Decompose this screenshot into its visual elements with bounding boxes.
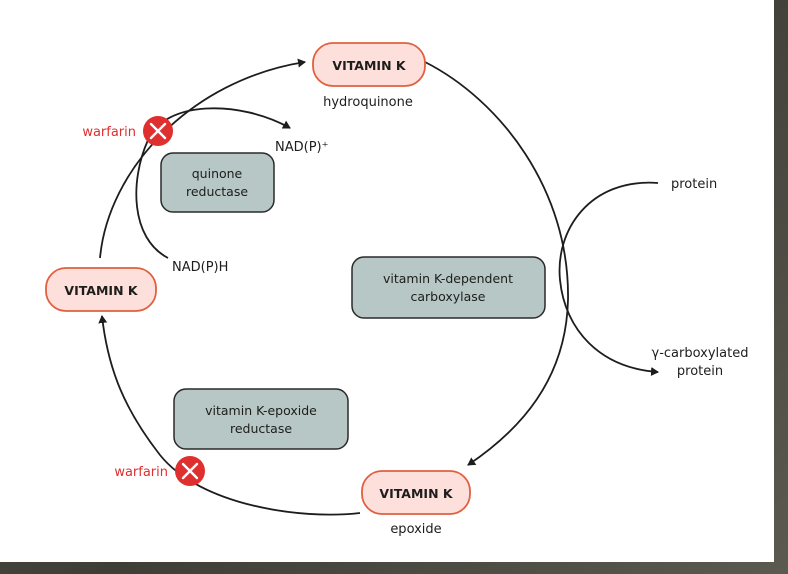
vitamin-k-left-node: VITAMIN K — [45, 267, 157, 312]
hydroquinone-label: hydroquinone — [323, 95, 413, 110]
vitamin-k-left-title: VITAMIN K — [64, 283, 138, 298]
epoxide-label: epoxide — [390, 522, 441, 537]
diagram-canvas: VITAMIN K hydroquinone VITAMIN K VITAMIN… — [0, 0, 774, 562]
vitamin-k-top-title: VITAMIN K — [332, 58, 406, 73]
quinone-reductase-line1: quinone — [192, 166, 243, 181]
carboxylated-protein-line1: γ-carboxylated — [652, 346, 749, 361]
vitamin-k-hydroquinone-node: VITAMIN K — [312, 42, 426, 87]
arrow-protein-to-carboxylated — [558, 181, 659, 377]
arrow-top-to-bottom — [424, 61, 569, 466]
warfarin-bottom-label: warfarin — [114, 465, 168, 480]
nadp-plus-label: NAD(P)⁺ — [275, 140, 328, 155]
carboxylase-line1: vitamin K-dependent — [383, 271, 513, 286]
warfarin-top-label: warfarin — [82, 125, 136, 140]
vitamin-k-bottom-title: VITAMIN K — [379, 486, 453, 501]
carboxylated-protein-line2: protein — [677, 364, 723, 379]
nadph-label: NAD(P)H — [172, 260, 228, 275]
vitamin-k-cycle-diagram: VITAMIN K hydroquinone VITAMIN K VITAMIN… — [45, 42, 749, 537]
inhibitor-x-icon — [175, 456, 205, 486]
epoxide-reductase-line2: reductase — [230, 421, 292, 436]
inhibitor-x-icon — [143, 116, 173, 146]
epoxide-reductase-line1: vitamin K-epoxide — [205, 403, 317, 418]
epoxide-reductase-box: vitamin K-epoxide reductase — [173, 388, 349, 450]
arrow-bottom-to-left — [98, 315, 361, 516]
carboxylase-box: vitamin K-dependent carboxylase — [351, 256, 546, 319]
protein-label: protein — [671, 177, 717, 192]
carboxylase-line2: carboxylase — [411, 289, 486, 304]
quinone-reductase-box: quinone reductase — [160, 152, 275, 213]
quinone-reductase-line2: reductase — [186, 184, 248, 199]
vitamin-k-epoxide-node: VITAMIN K — [361, 470, 471, 515]
